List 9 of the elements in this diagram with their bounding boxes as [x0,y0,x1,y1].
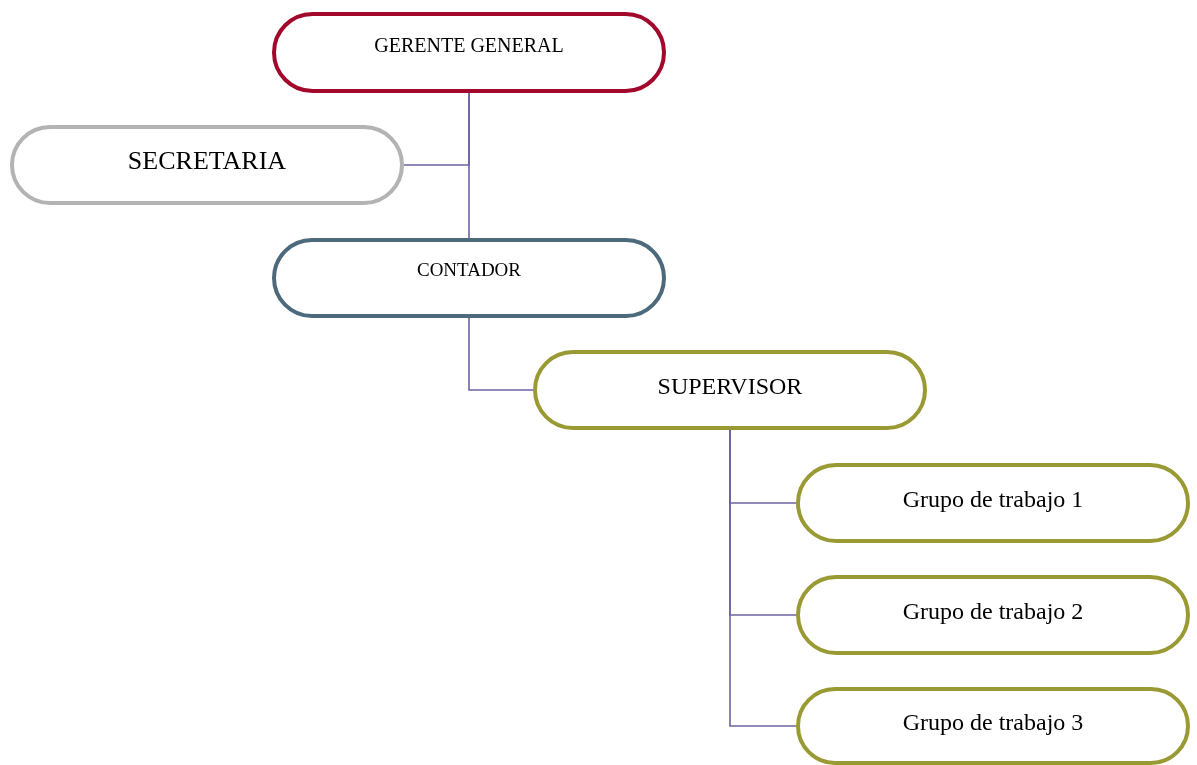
connector-line [468,317,534,391]
node-label: SUPERVISOR [657,372,803,400]
node-label: GERENTE GENERAL [374,34,564,57]
node-label: SECRETARIA [127,146,287,176]
node-label: Grupo de trabajo 1 [902,485,1084,513]
node-label: Grupo de trabajo 2 [902,597,1084,625]
node-label: Grupo de trabajo 3 [902,708,1084,736]
node-label: CONTADOR [416,259,521,281]
connector-line [468,92,470,239]
